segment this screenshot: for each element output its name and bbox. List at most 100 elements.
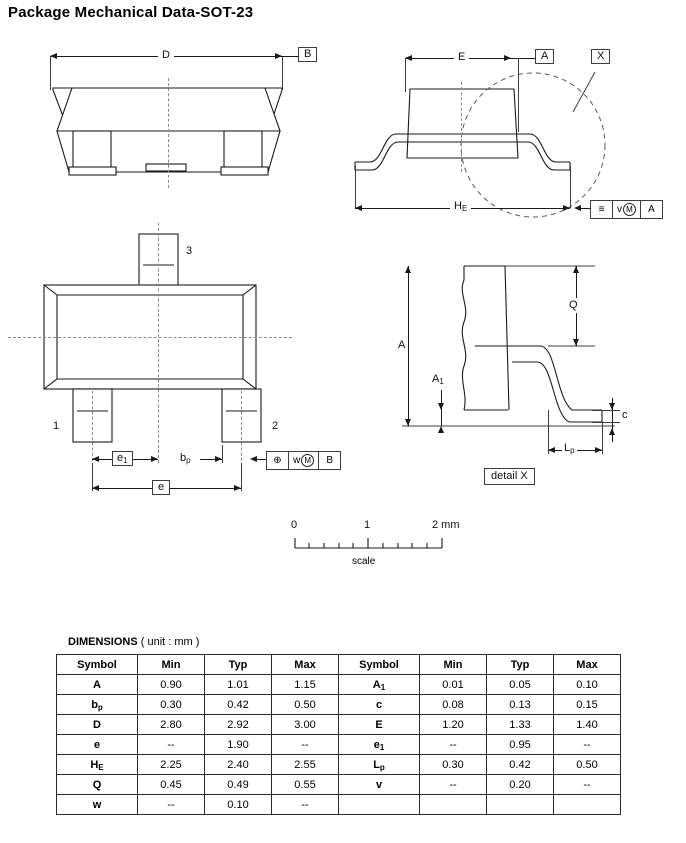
cell-typ-left: 1.90 <box>204 734 272 755</box>
cell-typ-right: 0.20 <box>486 774 554 795</box>
dim-bp-line <box>200 459 222 460</box>
dimensions-heading: DIMENSIONS ( unit : mm ) <box>68 636 199 648</box>
cell-typ-left: 2.40 <box>204 754 272 775</box>
front-view-centerline <box>168 78 169 188</box>
datum-B-box: B <box>298 47 318 62</box>
header-typ-right: Typ <box>486 654 554 675</box>
cell-min-left: 2.80 <box>137 714 205 735</box>
top-fcf-arrow <box>250 456 257 462</box>
dim-e1-arrow-right <box>151 456 158 462</box>
cell-min-left: 0.30 <box>137 694 205 715</box>
fcf-datum-b: B <box>326 455 334 466</box>
dim-Q-arrow-down <box>573 339 579 346</box>
header-min-right: Min <box>419 654 487 675</box>
datum-A-leader <box>518 58 535 59</box>
dim-A1-label: A1 <box>430 373 446 386</box>
cell-max-right: 1.40 <box>553 714 621 735</box>
pin-label-1: 1 <box>53 420 60 432</box>
cell-typ-right: 0.13 <box>486 694 554 715</box>
dim-bp-label: bp <box>178 452 193 465</box>
dim-HE-label: HE <box>450 200 472 213</box>
cell-max-left: 0.55 <box>271 774 339 795</box>
cell-symbol-right: Lp <box>338 754 420 775</box>
cell-min-right: -- <box>419 734 487 755</box>
datum-B-leader <box>282 56 298 57</box>
dim-D-label: D <box>158 50 174 61</box>
datum-A-box: A <box>535 49 555 64</box>
dim-D-ext-right <box>282 56 283 90</box>
scale-tick-label-2: 2 mm <box>432 519 460 531</box>
cell-typ-left: 0.42 <box>204 694 272 715</box>
header-max-right: Max <box>553 654 621 675</box>
cell-typ-left: 2.92 <box>204 714 272 735</box>
dim-bp-ext-right <box>222 445 223 463</box>
scale-bar: 0 1 2 mm scale <box>290 520 480 572</box>
dim-c-ext-top <box>592 410 620 411</box>
cell-max-left: 0.50 <box>271 694 339 715</box>
top-view-centerline-horizontal <box>8 337 292 338</box>
dim-e-arrow-right <box>234 485 241 491</box>
dim-c-ext-bottom <box>592 422 620 423</box>
dim-Q-label: Q <box>569 298 578 313</box>
cell-min-right <box>419 794 487 815</box>
pin1-centerline <box>92 391 93 471</box>
cell-typ-right <box>486 794 554 815</box>
header-symbol-right: Symbol <box>338 654 420 675</box>
dim-Q-arrow-up <box>573 266 579 273</box>
scale-ruler <box>294 538 443 549</box>
cell-typ-right: 0.05 <box>486 674 554 695</box>
dim-HE-main: H <box>454 200 462 212</box>
fcf-symbol-coplanarity: ≡ <box>591 201 613 218</box>
scale-tick-label-1: 1 <box>364 519 371 531</box>
dim-bp-arrow-right <box>215 456 222 462</box>
dim-A-arrow-up <box>405 266 411 273</box>
cell-min-right: -- <box>419 774 487 795</box>
scale-tick-label-0: 0 <box>291 519 298 531</box>
cell-max-left: -- <box>271 794 339 815</box>
dim-Lp-arrow-right <box>595 447 602 453</box>
cell-typ-right: 0.42 <box>486 754 554 775</box>
dimensions-heading-unit: ( unit : mm ) <box>140 636 200 648</box>
cell-min-left: 0.90 <box>137 674 205 695</box>
pin2-centerline <box>241 391 242 471</box>
scale-caption: scale <box>352 556 376 567</box>
cell-typ-left: 0.49 <box>204 774 272 795</box>
dim-A1-arrow-down <box>438 403 444 410</box>
dim-E-label: E <box>454 52 470 63</box>
cell-symbol-left: e <box>56 734 138 755</box>
detail-x-geometry <box>402 265 615 427</box>
dim-D-arrow-left <box>50 53 57 59</box>
pin-label-3: 3 <box>186 245 193 257</box>
callout-X-box: X <box>591 49 611 64</box>
cell-typ-right: 0.95 <box>486 734 554 755</box>
side-fcf-arrow <box>574 205 581 211</box>
dim-e-ext-right <box>241 463 242 491</box>
pin-label-2: 2 <box>272 420 279 432</box>
dim-e-label: e <box>152 480 171 495</box>
side-view: E A X HE <box>340 0 686 230</box>
detail-x-caption: detail X <box>484 468 535 485</box>
dim-A1-arrow-up <box>438 426 444 433</box>
dim-E-ext-left <box>405 58 406 92</box>
dim-c-arrow-down <box>609 403 615 410</box>
cell-min-right: 0.08 <box>419 694 487 715</box>
dim-Lp-ext-left <box>548 410 549 454</box>
dim-E-arrow-right <box>504 55 511 61</box>
cell-min-left: -- <box>137 794 205 815</box>
table-row: e--1.90--e1--0.95-- <box>56 734 621 755</box>
cell-max-left: -- <box>271 734 339 755</box>
dim-c-arrow-up <box>609 428 615 435</box>
top-fcf-leader <box>252 459 266 460</box>
dim-Lp-label: Lp <box>562 442 577 455</box>
header-max-left: Max <box>271 654 339 675</box>
dim-D-ext-left <box>50 56 51 90</box>
dim-E-ext-right <box>518 58 519 132</box>
